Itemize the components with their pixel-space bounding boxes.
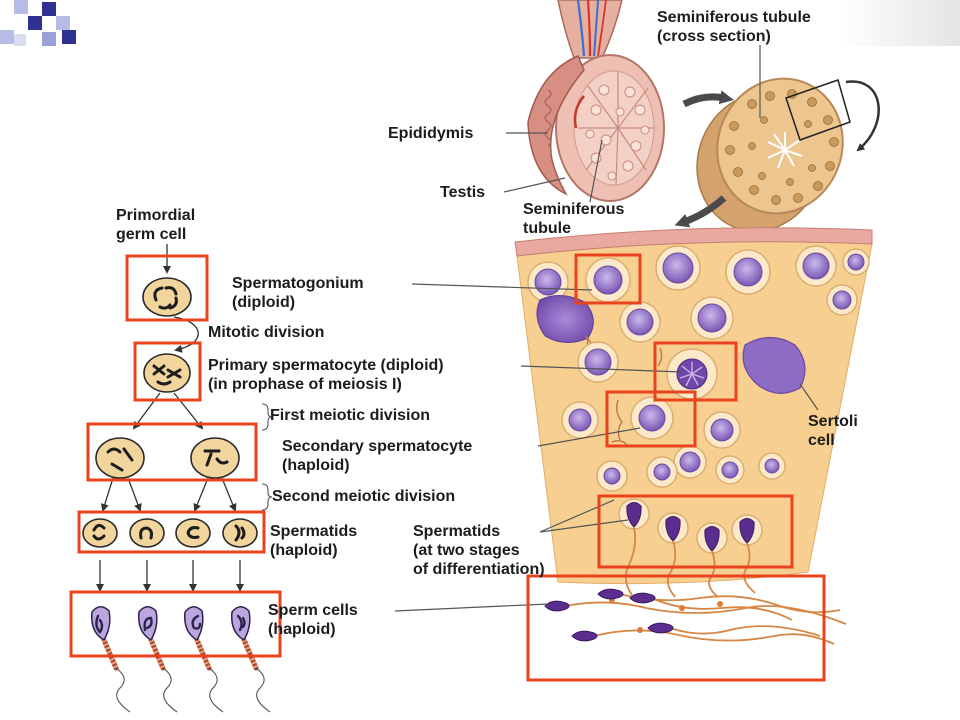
arrow-section-to-wall (674, 195, 727, 228)
highlight-box-spermatids-left (77, 510, 266, 554)
label-line: (in prophase of meiosis I) (208, 376, 402, 393)
label-line: (diploid) (232, 294, 296, 311)
highlight-box-secondary-right (605, 390, 697, 448)
epididymis-shape (527, 55, 585, 196)
label-line: (cross section) (657, 28, 771, 45)
highlight-box-spermatogonium-right (574, 253, 642, 305)
label-line: Epididymis (388, 125, 474, 142)
highlight-boxes (69, 253, 826, 682)
label-seminiferous-tubule: Seminiferous tubule (523, 200, 624, 238)
label-mitotic-division: Mitotic division (208, 323, 324, 342)
highlight-box-secondary-left (86, 422, 258, 482)
label-sertoli-cell: Sertoli cell (808, 412, 858, 450)
label-line: (haploid) (282, 457, 350, 474)
label-line: First meiotic division (270, 407, 431, 424)
mature-sperm-cells (544, 588, 847, 645)
highlight-box-spermatids-right (597, 494, 794, 569)
highlight-box-sperm-left (69, 590, 282, 658)
label-sperm-cells: Sperm cells (haploid) (268, 601, 358, 639)
label-line: (haploid) (270, 542, 338, 559)
label-line: tubule (523, 220, 571, 237)
testis-illustration (527, 0, 665, 202)
label-line: Seminiferous (523, 201, 625, 218)
corner-shade (840, 0, 960, 46)
label-secondary-spermatocyte: Secondary spermatocyte (haploid) (282, 437, 472, 475)
tubule-cross-section (696, 77, 880, 232)
leader-lines (394, 45, 819, 612)
label-line: Spermatids (413, 523, 501, 540)
label-line: germ cell (116, 226, 187, 243)
label-line: Seminiferous tubule (657, 9, 811, 26)
tubule-wall-wedge (514, 227, 873, 645)
primordial-germ-cell (142, 277, 192, 317)
secondary-spermatocytes (561, 396, 741, 479)
label-spermatogonium: Spermatogonium (diploid) (232, 274, 364, 312)
label-tubule-cross-section: Seminiferous tubule (cross section) (657, 8, 811, 46)
label-primary-spermatocyte: Primary spermatocyte (diploid) (in proph… (208, 356, 444, 394)
seminiferous-tubules (585, 84, 650, 181)
first-meiotic-bracket (261, 403, 273, 431)
basement-membrane (514, 227, 873, 257)
label-line: Second meiotic division (272, 488, 456, 505)
label-line: Spermatids (270, 523, 358, 540)
label-line: Sperm cells (268, 602, 358, 619)
zoom-box (785, 79, 851, 141)
label-line: Sertoli (808, 413, 858, 430)
label-line: Primordial (116, 207, 196, 224)
highlight-box-germ-cell (125, 254, 209, 322)
label-line: Spermatogonium (232, 275, 364, 292)
spermatogonia (527, 245, 870, 343)
early-spermatids (596, 452, 786, 492)
label-line: cell (808, 432, 835, 449)
label-spermatids-haploid: Spermatids (haploid) (270, 522, 357, 560)
label-line: Testis (440, 184, 486, 201)
label-line: Mitotic division (208, 324, 325, 341)
primary-spermatocyte-cell (143, 353, 191, 393)
germ-cell-lineage (82, 244, 273, 713)
label-epididymis: Epididymis (388, 124, 473, 143)
label-line: (at two stages (413, 542, 520, 559)
secondary-spermatocyte-cells (95, 437, 240, 479)
label-primordial-germ-cell: Primordial germ cell (116, 206, 195, 244)
sperm-cell-drawings (91, 606, 271, 713)
label-second-meiotic-division: Second meiotic division (272, 487, 455, 506)
label-line: Primary spermatocyte (diploid) (208, 357, 444, 374)
label-line: (haploid) (268, 621, 336, 638)
tubule-lumen (767, 132, 803, 169)
label-spermatids-differentiation: Spermatids (at two stages of differentia… (413, 522, 545, 579)
highlight-box-primary-left (133, 341, 202, 402)
label-line: Secondary spermatocyte (282, 438, 473, 455)
label-testis: Testis (440, 183, 485, 202)
highlight-box-sperm-right (526, 574, 826, 682)
square-pattern-logo-icon (0, 0, 76, 46)
spermatid-cells (82, 518, 258, 548)
second-meiotic-bracket (261, 483, 273, 511)
arrow-testis-to-section (682, 90, 734, 108)
label-line: of differentiation) (413, 561, 545, 578)
label-first-meiotic-division: First meiotic division (270, 406, 430, 425)
